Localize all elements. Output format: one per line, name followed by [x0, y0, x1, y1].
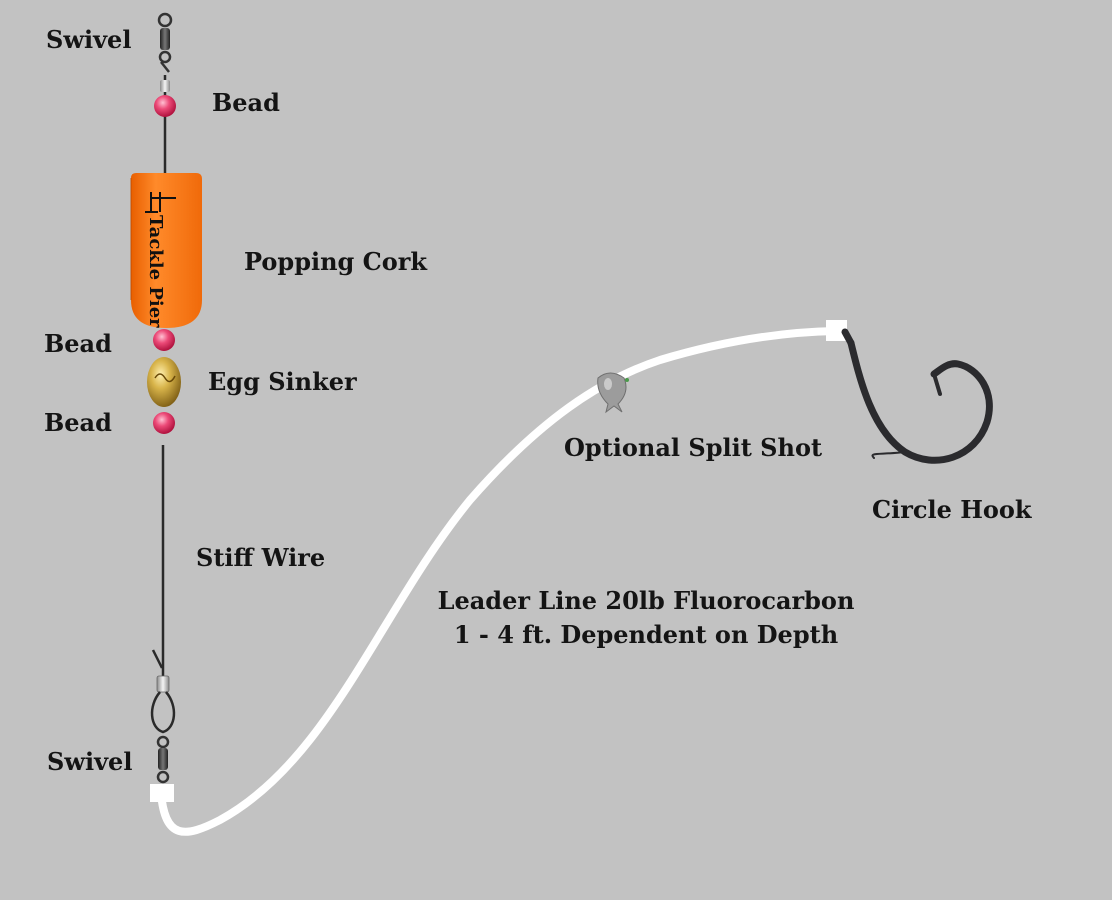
leader-line [157, 327, 840, 836]
label-circle-hook: Circle Hook [872, 495, 1032, 524]
label-swivel-top: Swivel [46, 25, 132, 54]
cork-brand: Tackle Pier [145, 215, 166, 328]
label-stiff-wire: Stiff Wire [196, 543, 326, 572]
bead-middle [153, 329, 175, 351]
label-bead-bottom: Bead [44, 408, 112, 437]
bead-top [154, 95, 176, 117]
label-bead-top: Bead [212, 88, 280, 117]
wire-loop [150, 649, 176, 734]
label-swivel-bottom: Swivel [47, 747, 133, 776]
cork-logo-icon [145, 192, 176, 213]
label-leader-line-2: 1 - 4 ft. Dependent on Depth [453, 620, 839, 649]
circle-hook [841, 328, 993, 464]
label-bead-middle: Bead [44, 329, 112, 358]
split-shot [597, 372, 629, 414]
egg-sinker [147, 357, 181, 407]
label-popping-cork: Popping Cork [244, 247, 428, 276]
label-egg-sinker: Egg Sinker [208, 367, 357, 396]
swivel-top [157, 12, 173, 92]
label-leader-line-1: Leader Line 20lb Fluorocarbon [437, 586, 855, 615]
main-line [161, 75, 167, 690]
label-split-shot: Optional Split Shot [564, 433, 823, 462]
swivel-bottom [156, 735, 170, 784]
leader-connector-bottom [150, 784, 174, 802]
bead-bottom [153, 412, 175, 434]
popping-cork: Tackle Pier [130, 173, 202, 328]
leader-connector-hook [826, 320, 847, 341]
